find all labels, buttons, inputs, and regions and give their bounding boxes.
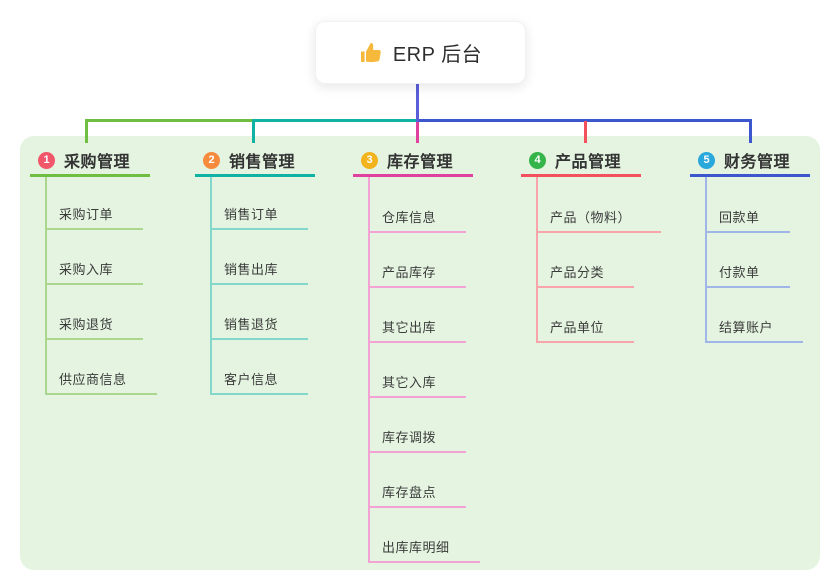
child-node[interactable]: 库存盘点 (368, 481, 467, 508)
child-node[interactable]: 结算账户 (705, 316, 804, 343)
child-node[interactable]: 采购退货 (45, 313, 144, 340)
child-node[interactable]: 产品（物料） (536, 206, 662, 233)
child-node[interactable]: 销售出库 (210, 258, 309, 285)
branch-trunk-4 (536, 177, 538, 343)
branch-node-5[interactable]: 5 财务管理 (690, 147, 790, 173)
branch-number-badge: 1 (38, 151, 55, 169)
connector-bus-left (85, 119, 255, 122)
child-node[interactable]: 采购入库 (45, 258, 144, 285)
root-node[interactable]: ERP 后台 (315, 21, 526, 84)
child-node[interactable]: 供应商信息 (45, 368, 157, 395)
branch-label: 采购管理 (64, 154, 131, 171)
branch-node-1[interactable]: 1 采购管理 (30, 147, 130, 173)
branch-trunk-2 (210, 177, 212, 395)
child-node[interactable]: 库存调拨 (368, 426, 467, 453)
branch-number-badge: 2 (203, 151, 220, 169)
child-node[interactable]: 产品单位 (536, 316, 635, 343)
connector-bus-mid (252, 119, 416, 122)
connector-root-stem (416, 82, 419, 122)
child-node[interactable]: 出库库明细 (368, 536, 480, 563)
branch-label: 产品管理 (555, 154, 622, 171)
root-label: ERP 后台 (392, 44, 483, 66)
branch-label: 销售管理 (229, 154, 296, 171)
branch-label: 财务管理 (724, 154, 791, 171)
connector-drop-2 (252, 121, 255, 143)
branch-underline-1 (30, 174, 150, 177)
branch-underline-5 (690, 174, 810, 177)
child-node[interactable]: 采购订单 (45, 203, 144, 230)
child-node[interactable]: 其它入库 (368, 371, 467, 398)
thumbs-up-icon (359, 41, 383, 65)
connector-bus-right (416, 119, 752, 122)
child-node[interactable]: 产品库存 (368, 261, 467, 288)
child-node[interactable]: 回款单 (705, 206, 790, 233)
branch-node-2[interactable]: 2 销售管理 (195, 147, 295, 173)
child-node[interactable]: 其它出库 (368, 316, 467, 343)
branch-trunk-5 (705, 177, 707, 343)
child-node[interactable]: 销售订单 (210, 203, 309, 230)
child-node[interactable]: 仓库信息 (368, 206, 467, 233)
child-node[interactable]: 付款单 (705, 261, 790, 288)
branch-underline-4 (521, 174, 641, 177)
connector-drop-3 (416, 121, 419, 143)
connector-drop-5 (749, 121, 752, 143)
connector-drop-1 (85, 121, 88, 143)
branch-trunk-3 (368, 177, 370, 563)
branch-number-badge: 3 (361, 151, 378, 169)
branch-number-badge: 5 (698, 151, 715, 169)
branch-label: 库存管理 (387, 154, 454, 171)
branch-underline-2 (195, 174, 315, 177)
branch-node-4[interactable]: 4 产品管理 (521, 147, 621, 173)
branch-node-3[interactable]: 3 库存管理 (353, 147, 453, 173)
branch-underline-3 (353, 174, 473, 177)
child-node[interactable]: 产品分类 (536, 261, 635, 288)
branch-trunk-1 (45, 177, 47, 395)
child-node[interactable]: 客户信息 (210, 368, 309, 395)
branch-number-badge: 4 (529, 151, 546, 169)
branches-panel (20, 136, 820, 570)
connector-drop-4 (584, 121, 587, 143)
child-node[interactable]: 销售退货 (210, 313, 309, 340)
